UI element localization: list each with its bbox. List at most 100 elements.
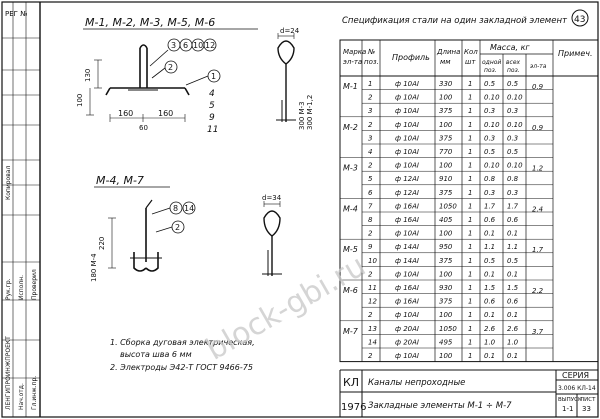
cell-profile: ф 12АI (395, 189, 419, 197)
cell-qty: 1 (468, 189, 472, 197)
callout-10: 10 (193, 41, 203, 50)
cell-qty: 1 (468, 338, 472, 346)
hdr-length-1: Длина (436, 48, 460, 56)
cell-qty: 1 (468, 94, 472, 102)
cell-mass-one: 0.1 (484, 311, 495, 319)
bottom-element-drawing (130, 199, 162, 272)
watermark: block-gbi.ru (200, 248, 371, 367)
cell-length: 330 (439, 80, 453, 88)
cell-qty: 1 (468, 80, 472, 88)
callout-12: 12 (205, 41, 215, 50)
hdr-mass-one-1: одной (482, 59, 501, 66)
cell-pos: 2 (368, 352, 373, 360)
cell-mass-one: 0.6 (484, 216, 496, 224)
cell-mass-one: 0.5 (484, 257, 496, 265)
cell-mark: М-2 (343, 123, 358, 132)
cell-qty: 1 (468, 202, 472, 210)
cell-mass-one: 0.10 (484, 162, 500, 170)
cell-mass-el: 1.7 (532, 246, 544, 254)
cell-profile: ф 10АI (395, 121, 419, 129)
cell-pos: 8 (368, 216, 373, 224)
cell-pos: 1 (368, 80, 372, 88)
cell-mass-one: 1.5 (484, 284, 496, 292)
stamp-text: ЛЕНГИПРОИНЖПРОЕКТ (5, 336, 12, 410)
cell-mass-one: 0.5 (484, 80, 496, 88)
cell-qty: 1 (468, 284, 472, 292)
dim-d34: d=34 (262, 194, 282, 202)
cell-length: 1050 (439, 325, 457, 333)
cell-length: 950 (439, 243, 453, 251)
stamp-text: Проверил (31, 269, 38, 300)
cell-length: 375 (439, 107, 453, 115)
cell-mass-one: 0.3 (484, 107, 495, 115)
dim-d24: d=24 (280, 27, 300, 35)
cell-mass-one: 0.1 (484, 270, 495, 278)
cell-profile: ф 10АI (395, 107, 419, 115)
cell-mass-all: 0.6 (507, 298, 519, 306)
cell-length: 100 (439, 162, 453, 170)
cell-qty: 1 (468, 148, 472, 156)
cell-length: 100 (439, 94, 453, 102)
callout-6: 6 (183, 41, 188, 50)
cell-mark: М-7 (343, 327, 359, 336)
cell-pos: 12 (368, 298, 377, 306)
cell-profile: ф 10АI (395, 270, 419, 278)
cell-mass-all: 2.6 (507, 325, 519, 333)
cell-mass-one: 0.6 (484, 298, 496, 306)
cell-length: 100 (439, 311, 453, 319)
hdr-pos-1: № (367, 48, 375, 56)
hdr-profile: Профиль (392, 53, 430, 62)
bottom-dimensions (108, 217, 116, 269)
stamp-text: Нач.отд. (18, 383, 25, 410)
cell-qty: 1 (468, 162, 472, 170)
cell-mass-one: 1.7 (484, 202, 496, 210)
dim-130: 130 (84, 69, 92, 82)
hdr-mass-el: эл-та (530, 63, 547, 70)
tb-series-label: СЕРИЯ (562, 371, 589, 380)
cell-mass-el: 0.9 (532, 124, 544, 132)
reg-number-label: РЕГ № (5, 10, 27, 18)
tb-issue-label: ВЫПУСК (558, 397, 582, 403)
cell-mass-all: 1.0 (507, 338, 519, 346)
cell-profile: ф 20АI (395, 325, 419, 333)
stamp-text: Рук.гр. (5, 278, 12, 300)
tb-sheet-label: ЛИСТ (580, 397, 596, 403)
cell-length: 495 (439, 338, 453, 346)
spec-table-border (339, 39, 599, 363)
top-side-view (276, 40, 296, 122)
cell-mark: М-4 (343, 204, 358, 213)
cell-pos: 9 (368, 243, 373, 251)
hdr-mark-2: эл-та (343, 58, 362, 66)
callout-11: 11 (207, 125, 218, 135)
cell-mass-one: 2.6 (484, 325, 496, 333)
cell-qty: 1 (468, 270, 472, 278)
cell-mass-el: 2.4 (532, 205, 543, 213)
left-margin-stamp (2, 2, 40, 417)
cell-qty: 1 (468, 230, 472, 238)
title-block-frame (339, 369, 598, 417)
cell-length: 100 (439, 121, 453, 129)
cell-profile: ф 16АI (395, 284, 419, 292)
cell-profile: ф 14АI (395, 257, 419, 265)
cell-pos: 7 (368, 202, 373, 210)
cell-pos: 11 (368, 284, 377, 292)
top-view-title: М-1, М-2, М-3, М-5, М-6 (85, 16, 215, 29)
cell-pos: 2 (368, 230, 373, 238)
cell-mark: М-6 (343, 286, 358, 295)
tb-issue-value: 1-1 (562, 405, 573, 413)
cell-pos: 14 (368, 338, 377, 346)
cell-pos: 4 (368, 148, 372, 156)
top-dimensions (86, 59, 186, 122)
cell-mark: М-5 (343, 245, 358, 254)
cell-mass-one: 1.0 (484, 338, 496, 346)
cell-pos: 2 (368, 162, 373, 170)
tb-name2: Закладные элементы М-1 ÷ М-7 (368, 401, 512, 411)
cell-qty: 1 (468, 257, 472, 265)
note-1: 1. Сборка дуговая электрическая, (110, 338, 255, 347)
cell-mass-all: 0.5 (507, 148, 519, 156)
top-element-drawing (105, 44, 190, 96)
cell-mass-one: 0.8 (484, 175, 496, 183)
cell-mass-one: 0.10 (484, 94, 500, 102)
